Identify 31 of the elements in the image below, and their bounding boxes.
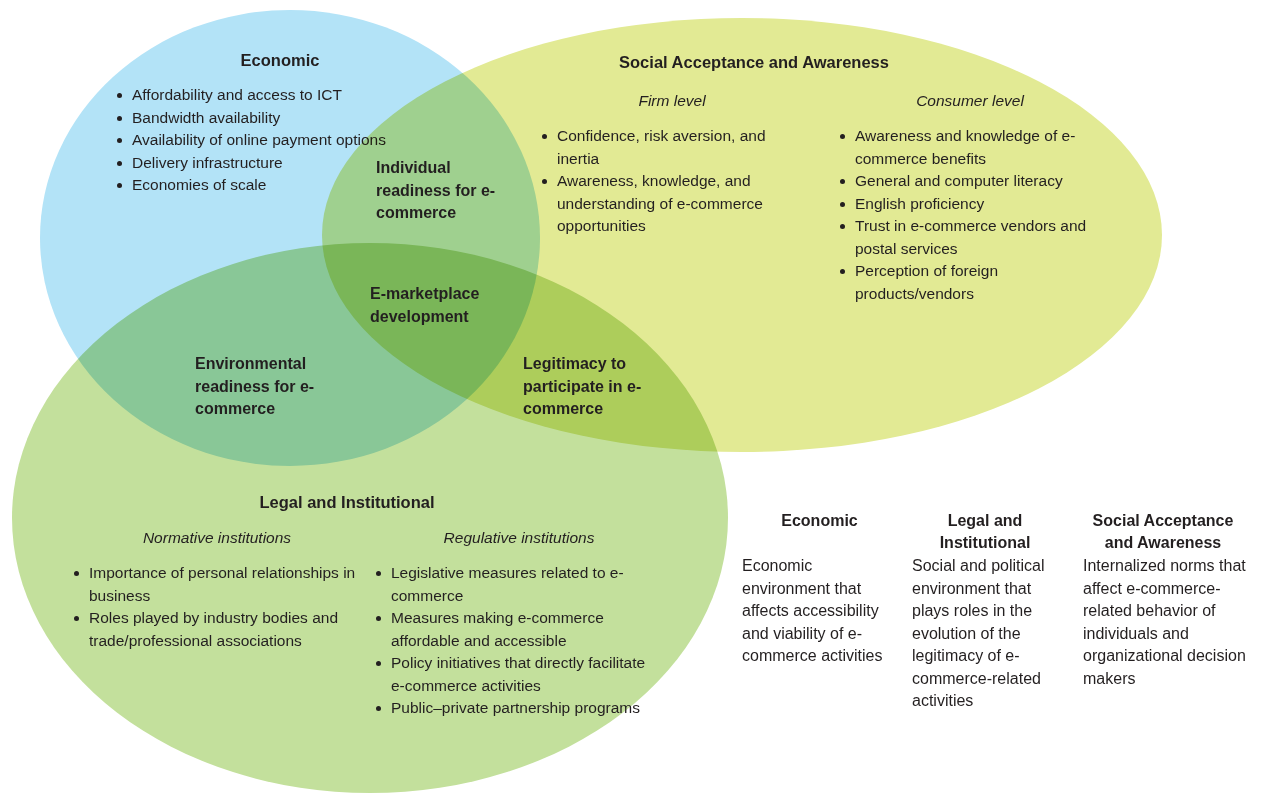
column-heading: Legal and Institutional — [938, 511, 1032, 553]
column-description: Social and political environment that plays roles in the evolution of the legitimacy of e-commerce-related activities — [912, 556, 1046, 711]
overlap-label: E-marketplace development — [370, 284, 481, 327]
bullet-item: General and computer literacy — [838, 170, 1098, 193]
column-heading: Economic — [780, 511, 859, 531]
bullet-item: Affordability and access to ICT — [115, 84, 415, 107]
bullet-item: English proficiency — [838, 192, 1098, 215]
subheading: Regulative institutions — [443, 528, 595, 548]
bullet-item: Awareness, knowledge, and understanding of e-commerce opportunities — [540, 170, 802, 238]
subheading: Normative institutions — [142, 528, 292, 548]
overlap-label: Legitimacy to participate in e-commerce — [523, 354, 643, 419]
section-heading: Legal and Institutional — [259, 492, 435, 513]
bullet-item: Awareness and knowledge of e-commerce benefits — [838, 125, 1098, 170]
subheading: Firm level — [638, 91, 706, 111]
column-description: Economic environment that affects accessibility and viability of e-commerce activities — [742, 556, 884, 666]
bullet-item: Confidence, risk aversion, and inertia — [540, 125, 802, 170]
column-heading: Social Acceptance and Awareness — [1091, 511, 1235, 553]
bullet-item: Roles played by industry bodies and trade/professional associations — [72, 607, 357, 652]
overlap-label: Individual readiness for e-commerce — [376, 158, 497, 223]
bullet-item: Perception of foreign products/vendors — [838, 260, 1098, 305]
section-heading: Economic — [240, 50, 320, 71]
bullet-item: Trust in e-commerce vendors and postal services — [838, 215, 1098, 260]
subheading: Consumer level — [916, 91, 1024, 111]
column-description: Internalized norms that affect e-commerce-related behavior of individuals and organizational decision makers — [1083, 556, 1247, 689]
bullet-item: Public–private partnership programs — [374, 697, 659, 720]
bullet-item: Policy initiatives that directly facilitate e-commerce activities — [374, 652, 659, 697]
overlap-label: Environmental readiness for e-commerce — [195, 354, 316, 419]
section-heading: Social Acceptance and Awareness — [619, 52, 889, 73]
bullet-item: Legislative measures related to e-commerce — [374, 562, 659, 607]
bullet-item: Measures making e-commerce affordable and accessible — [374, 607, 659, 652]
bullet-item: Importance of personal relationships in business — [72, 562, 357, 607]
